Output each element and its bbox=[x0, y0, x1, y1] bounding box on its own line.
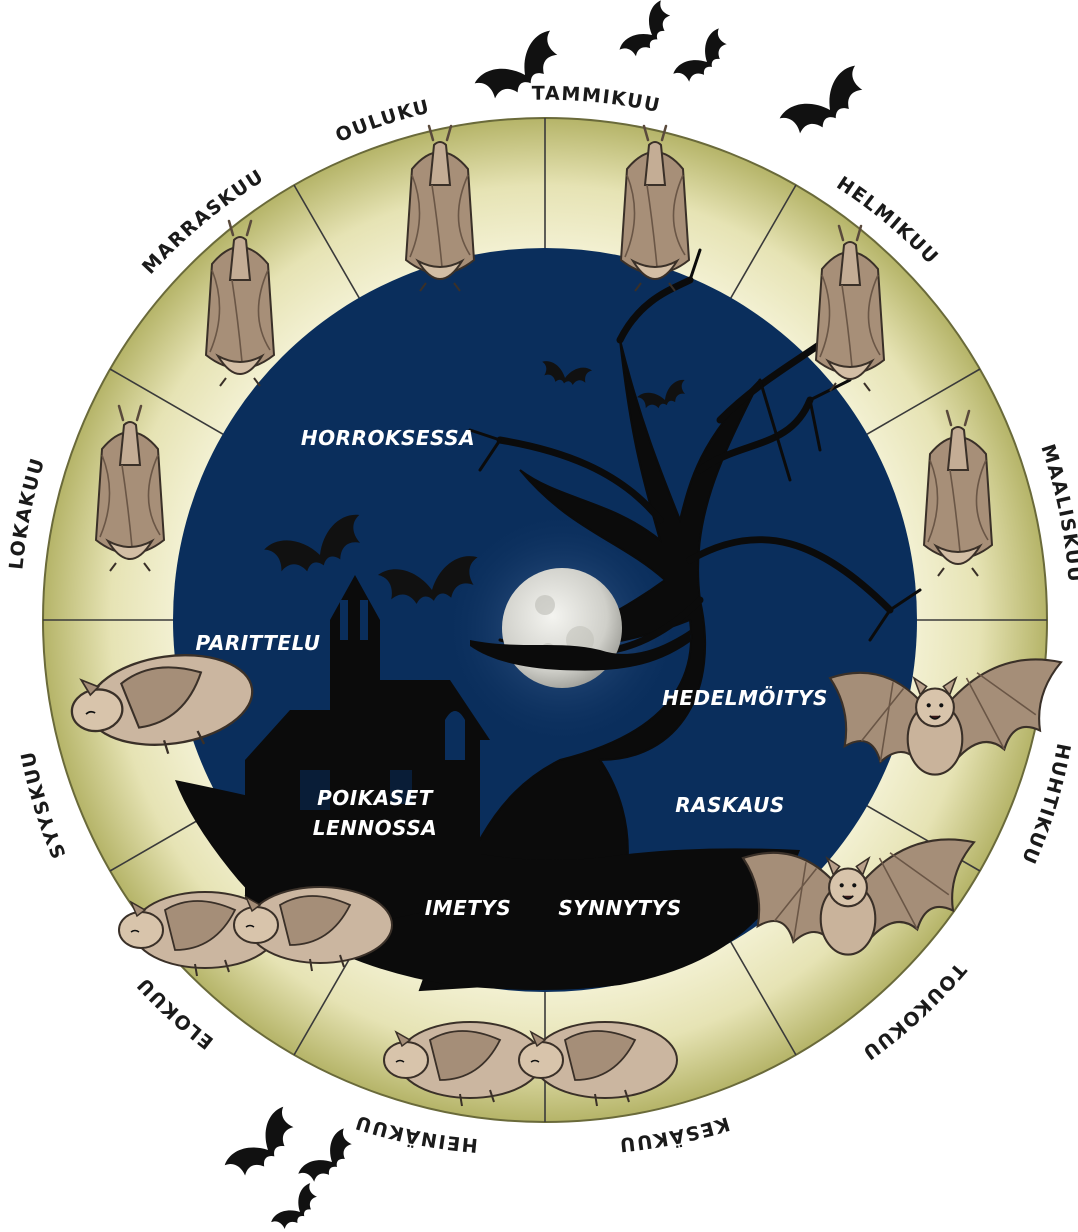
stage-label-young-flying-line1: POIKASET bbox=[317, 786, 434, 810]
stage-label-pregnancy: RASKAUS bbox=[675, 793, 785, 817]
stage-label-mating: PARITTELU bbox=[196, 631, 321, 655]
month-label-5: KESÄKUU bbox=[617, 1112, 732, 1155]
stage-label-hibernation: HORROKSESSA bbox=[301, 426, 475, 450]
month-label-0: TAMMIKUU bbox=[532, 83, 663, 118]
month-label-8: SYYSKUU bbox=[17, 748, 71, 861]
stage-label-young-flying-line2: LENNOSSA bbox=[313, 816, 437, 840]
month-label-9: LOKAKUU bbox=[5, 455, 49, 571]
stage-label-nursing: IMETYS bbox=[425, 896, 512, 920]
stage-label-birth: SYNNYTYS bbox=[558, 896, 681, 920]
stage-label-fertilization: HEDELMÖITYS bbox=[662, 686, 828, 710]
month-label-6: HEINÄKUU bbox=[352, 1110, 479, 1156]
month-label-11: JOULUKUU bbox=[0, 0, 432, 147]
